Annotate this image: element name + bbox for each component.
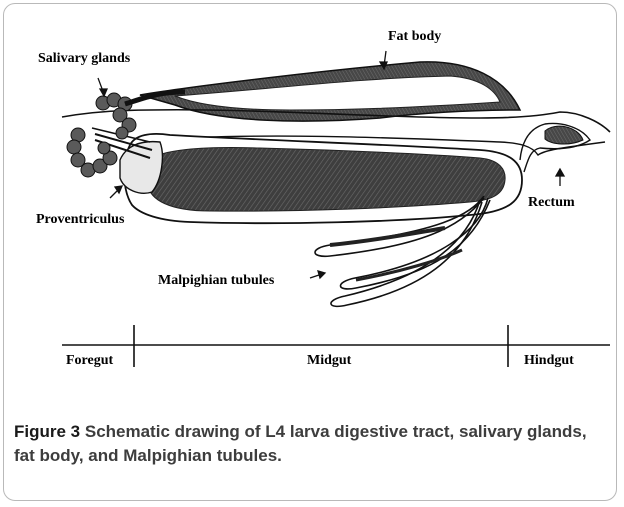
region-hindgut: Hindgut [524, 353, 574, 368]
caption-text: Schematic drawing of L4 larva digestive … [14, 422, 587, 465]
midgut-content [147, 148, 505, 212]
figure-caption: Figure 3 Schematic drawing of L4 larva d… [14, 420, 606, 468]
label-rectum: Rectum [528, 195, 575, 210]
figure-label: Figure 3 [14, 422, 80, 441]
label-fat-body: Fat body [388, 29, 441, 44]
region-foregut: Foregut [66, 353, 114, 368]
label-malpighian-tubules: Malpighian tubules [158, 273, 275, 288]
label-proventriculus: Proventriculus [36, 212, 125, 227]
region-midgut: Midgut [307, 353, 352, 368]
label-salivary-glands: Salivary glands [38, 51, 131, 66]
